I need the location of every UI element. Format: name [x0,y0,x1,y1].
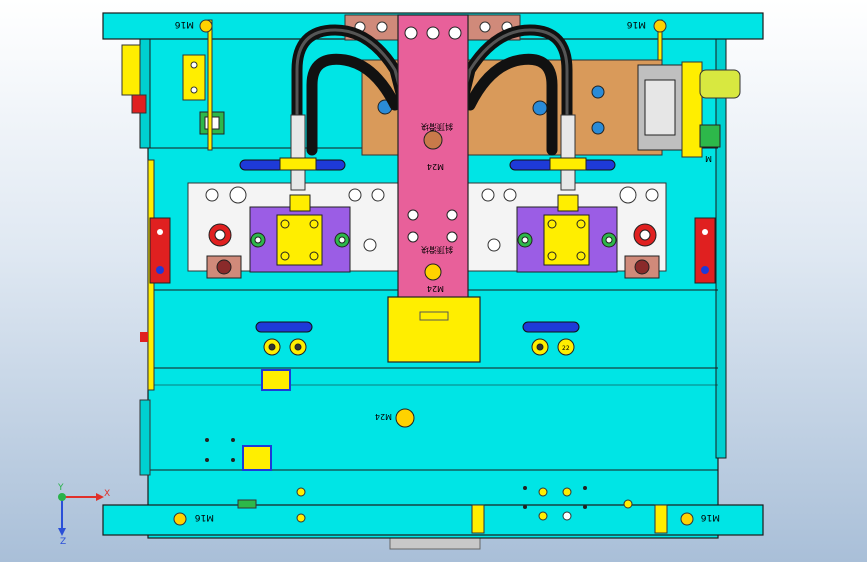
port-center [214,229,226,241]
bolt-icon [216,259,232,275]
bolt-icon [448,26,462,40]
y-axis-icon [58,493,66,501]
green-seal-icons [250,232,617,248]
y-label: Y [57,483,64,493]
label-m16: M16 [701,512,720,522]
m16-bolt-icon [199,19,213,33]
red-block-left [131,94,147,114]
nozzle-fitting-left [289,194,311,212]
label-m16: M16 [195,512,214,522]
label-m24: M24 [375,412,392,421]
right-edge-strip [715,37,727,459]
cooling-hoses [291,24,573,171]
hose-fitting-right [560,114,576,191]
bolt-icon [157,229,163,235]
bolt-icon [376,21,388,33]
bolt-icon [634,259,650,275]
green-fitting [699,124,721,148]
bolt-icon [702,229,708,235]
bolt-icon [190,86,198,94]
slider-text: 斜顶滑块 [421,122,453,132]
x-label: X [104,489,110,499]
hose-clamp-right [549,157,587,171]
yellow-connector-plate [681,61,703,158]
yellow-spacer-bottom-right [654,504,668,534]
bolt-icon [591,121,605,135]
insert-bolts [205,186,659,252]
green-marker [237,499,257,509]
cooling-port-icon [532,100,548,116]
bolt-icon [591,85,605,99]
slider-text: 斜顶滑块 [421,245,453,255]
bolt-icon [701,266,709,274]
yellow-bolt-pair-right [531,338,575,356]
slider-bolts [407,209,458,243]
m16-bolt-icon [173,512,187,526]
hose-fitting-left [290,114,306,191]
left-edge-strip [139,37,151,149]
m16-bolt-icon [680,512,694,526]
red-lock-right[interactable] [694,217,716,284]
block-slot [419,311,449,321]
yellow-pins [296,487,633,523]
red-marker [140,332,148,342]
yellow-bolt-pair-left [263,338,307,356]
yellow-pad [242,445,272,471]
bolt-icon [190,61,198,69]
ejector-holes [205,438,587,509]
z-label: Z [60,537,66,547]
bolt-icon [426,26,440,40]
red-lock-left[interactable] [149,217,171,284]
hose-clamp-left [279,157,317,171]
coordinate-triad: X Y Z [57,483,110,547]
blue-slot [522,321,580,333]
m16-bolt-icon [653,19,667,33]
bolt-number: 22 [562,345,570,352]
label-m24: M24 [427,162,444,171]
nozzle-fitting-right [557,194,579,212]
blue-slot [255,321,313,333]
yellow-pad [261,369,291,391]
label-m24: M24 [427,284,444,293]
cable-gland [699,69,741,99]
core-bolts [280,219,586,261]
yellow-rod [207,19,213,151]
x-arrow-head [96,493,104,501]
label-m16: M16 [627,19,646,29]
yellow-clamp-left [182,54,206,101]
z-arrow-head [58,528,66,536]
label-m16: M16 [175,19,194,29]
bottom-clamp-plate[interactable] [102,504,764,536]
port-center [639,229,651,241]
m24-bolt-icon [424,263,442,281]
bolt-icon [479,21,491,33]
pink-slider[interactable] [397,14,469,301]
bolt-icon [156,266,164,274]
left-lower-strip [139,399,151,476]
connector-housing [644,79,676,136]
yellow-spacer-bottom [471,504,485,534]
yellow-wedge-block[interactable] [387,296,481,363]
slider-pin-icon [423,130,443,150]
m24-bolt-icon [395,408,415,428]
bolt-icon [404,26,418,40]
yellow-guide-left [121,44,141,96]
label-m: M [705,154,712,163]
